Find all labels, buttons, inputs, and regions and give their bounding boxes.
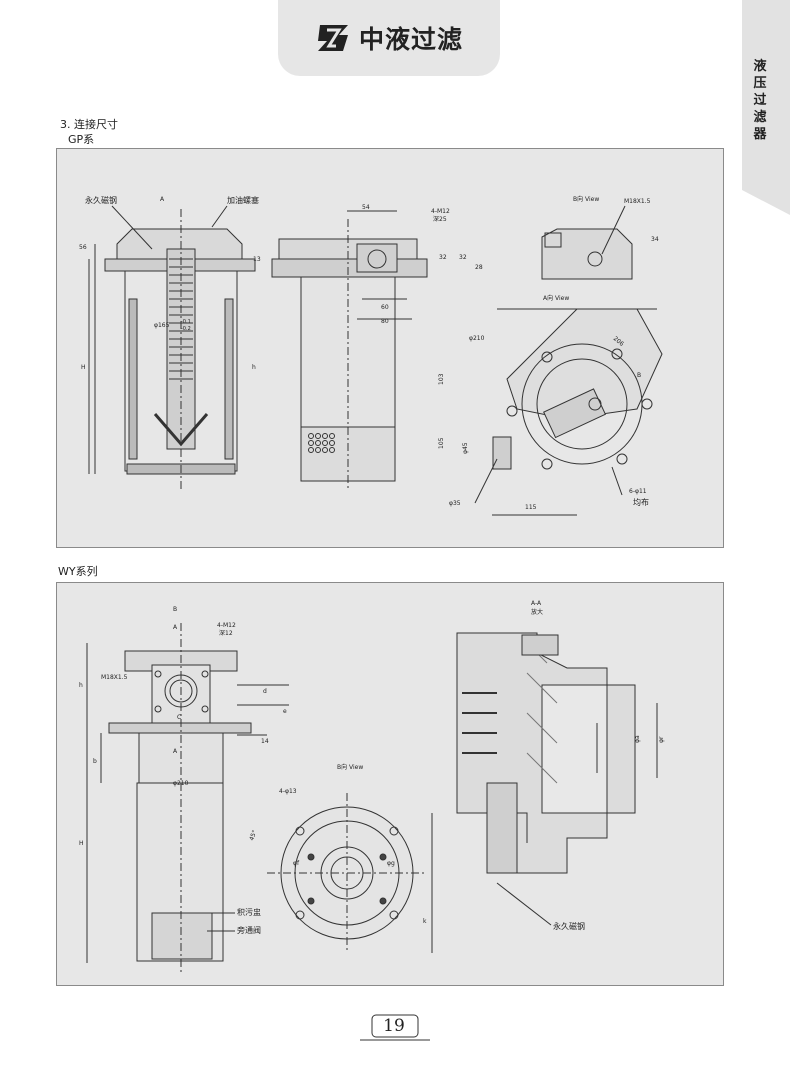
svg-text:永久磁钢: 永久磁钢: [553, 921, 585, 931]
svg-text:B: B: [173, 606, 177, 613]
svg-text:13: 13: [253, 256, 261, 263]
svg-text:B向 View: B向 View: [337, 763, 363, 771]
svg-text:28: 28: [475, 264, 483, 271]
gp-section-view: [88, 209, 256, 489]
svg-text:A: A: [160, 196, 165, 203]
wy-series-label: WY系列: [58, 565, 98, 578]
header-logo-tab: 中液过滤: [278, 0, 500, 76]
svg-text:A: A: [173, 748, 178, 755]
page-number-frame: [360, 1014, 430, 1041]
svg-text:56: 56: [79, 244, 87, 251]
label-magnet: 永久磁钢: [85, 195, 117, 205]
svg-text:e: e: [283, 708, 287, 715]
svg-text:A: A: [173, 624, 178, 631]
svg-text:-0.2: -0.2: [181, 326, 191, 332]
svg-text:B: B: [637, 372, 641, 379]
gp-drawing-panel: 永久磁钢 加油螺塞 A 56 13 H h φ165 -0.1 -0.2: [56, 148, 724, 548]
svg-text:φ210: φ210: [173, 780, 189, 787]
svg-text:4-M12: 4-M12: [217, 622, 236, 629]
svg-text:深25: 深25: [433, 215, 447, 223]
svg-text:M18X1.5: M18X1.5: [624, 198, 651, 205]
svg-text:φ35: φ35: [449, 500, 461, 507]
svg-text:h: h: [252, 364, 256, 371]
svg-text:60: 60: [381, 304, 389, 311]
svg-text:103: 103: [438, 373, 445, 385]
svg-text:H: H: [79, 840, 84, 847]
svg-text:6-φ11: 6-φ11: [629, 488, 647, 495]
svg-text:-0.1: -0.1: [181, 319, 191, 325]
brand-name: 中液过滤: [358, 25, 463, 54]
side-tab-shape: [742, 0, 790, 215]
svg-text:4-φ13: 4-φ13: [279, 788, 297, 795]
svg-text:放大: 放大: [531, 608, 543, 616]
label-refill-plug: 加油螺塞: [227, 195, 259, 205]
svg-text:M18X1.5: M18X1.5: [101, 674, 128, 681]
svg-text:34: 34: [651, 236, 659, 243]
gp-front-view: [271, 210, 428, 489]
gp-technical-drawing: 永久磁钢 加油螺塞 A 56 13 H h φ165 -0.1 -0.2: [79, 195, 663, 516]
svg-text:φ45: φ45: [462, 442, 469, 454]
svg-text:φr: φr: [658, 736, 665, 743]
svg-text:d: d: [263, 688, 267, 695]
svg-text:h: h: [79, 682, 83, 689]
svg-text:A-A: A-A: [531, 600, 542, 607]
svg-text:φ210: φ210: [469, 335, 485, 342]
wy-aa-section: [456, 632, 658, 874]
gp-a-view: [492, 308, 663, 470]
brand-logo-icon: [317, 25, 348, 51]
svg-text:C: C: [177, 714, 181, 721]
svg-text:H: H: [81, 364, 86, 371]
svg-text:φ165: φ165: [154, 322, 170, 329]
section-title: 3. 连接尺寸: [60, 118, 118, 131]
svg-text:φg: φg: [387, 860, 395, 867]
wy-b-view: [267, 793, 433, 953]
svg-text:B向 View: B向 View: [573, 195, 599, 203]
svg-text:旁通阀: 旁通阀: [237, 925, 261, 935]
svg-text:32: 32: [439, 254, 447, 261]
wy-front-view: [86, 623, 289, 973]
svg-text:45°: 45°: [248, 829, 258, 841]
svg-text:32: 32: [459, 254, 467, 261]
page-number: 19: [383, 1016, 405, 1036]
svg-text:54: 54: [362, 204, 370, 211]
svg-text:14: 14: [261, 738, 269, 745]
svg-text:105: 105: [438, 437, 445, 449]
side-tab-label: 液压过滤器: [753, 59, 767, 142]
wy-technical-drawing: B A 4-M12 深12 M18X1.5 h d e C b 14 A φ21…: [79, 600, 665, 973]
svg-text:均布: 均布: [633, 497, 649, 507]
svg-text:φa: φa: [634, 735, 641, 743]
svg-text:φf: φf: [293, 860, 300, 867]
svg-text:k: k: [423, 918, 427, 925]
gp-vent-holes: [308, 433, 335, 453]
svg-text:b: b: [93, 758, 97, 765]
gp-b-view: [541, 228, 633, 280]
svg-text:积污盅: 积污盅: [237, 907, 261, 917]
wy-drawing-panel: B A 4-M12 深12 M18X1.5 h d e C b 14 A φ21…: [56, 582, 724, 986]
svg-text:A向 View: A向 View: [543, 294, 569, 302]
svg-text:4-M12: 4-M12: [431, 208, 450, 215]
gp-series-label: GP系: [68, 133, 95, 146]
svg-text:深12: 深12: [219, 629, 233, 637]
svg-text:80: 80: [381, 318, 389, 325]
svg-text:115: 115: [525, 504, 537, 511]
